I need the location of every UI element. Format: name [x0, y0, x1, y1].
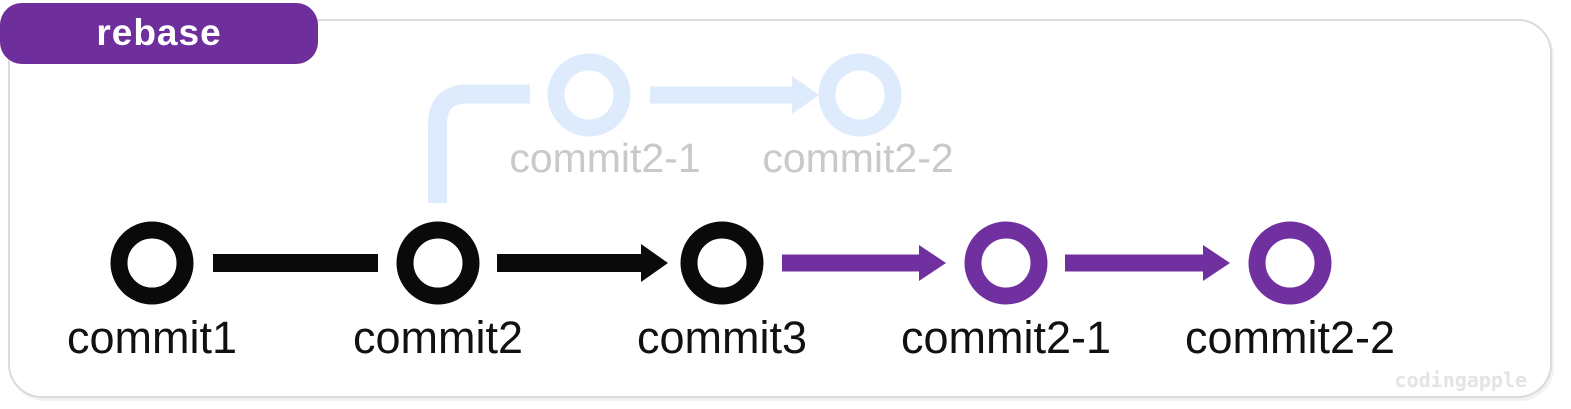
rebase-badge: rebase — [0, 3, 318, 64]
ghost-commit2-1-label: commit2-1 — [509, 135, 701, 181]
ghost-branch-elbow-connector — [428, 84, 530, 203]
rebased-commit2-2-circle — [1248, 221, 1332, 305]
commit2-commit3-arrow-head-icon — [641, 244, 668, 282]
commit3-circle — [680, 221, 764, 305]
ghost-commit2-1-circle — [547, 53, 631, 137]
commit3-label: commit3 — [636, 312, 808, 363]
rebased-commit2-1-label: commit2-1 — [900, 312, 1112, 363]
ghost-commit2-2-circle — [818, 53, 902, 137]
rebased-commit2-2-label: commit2-2 — [1184, 312, 1396, 363]
rebased-commit2-1-circle — [964, 221, 1048, 305]
commit2-1-commit2-2-arrow-head-icon — [1203, 245, 1230, 281]
panel-card — [8, 19, 1552, 398]
commit2-label: commit2 — [352, 312, 524, 363]
ghost-commit2-2-label: commit2-2 — [762, 135, 954, 181]
commit2-circle — [396, 221, 480, 305]
commit1-circle — [110, 221, 194, 305]
commit3-commit2-1-arrow-head-icon — [919, 245, 946, 281]
commit1-label: commit1 — [66, 312, 238, 363]
watermark-text: codingapple — [1394, 368, 1527, 392]
ghost-arrow-head-icon — [792, 76, 819, 114]
